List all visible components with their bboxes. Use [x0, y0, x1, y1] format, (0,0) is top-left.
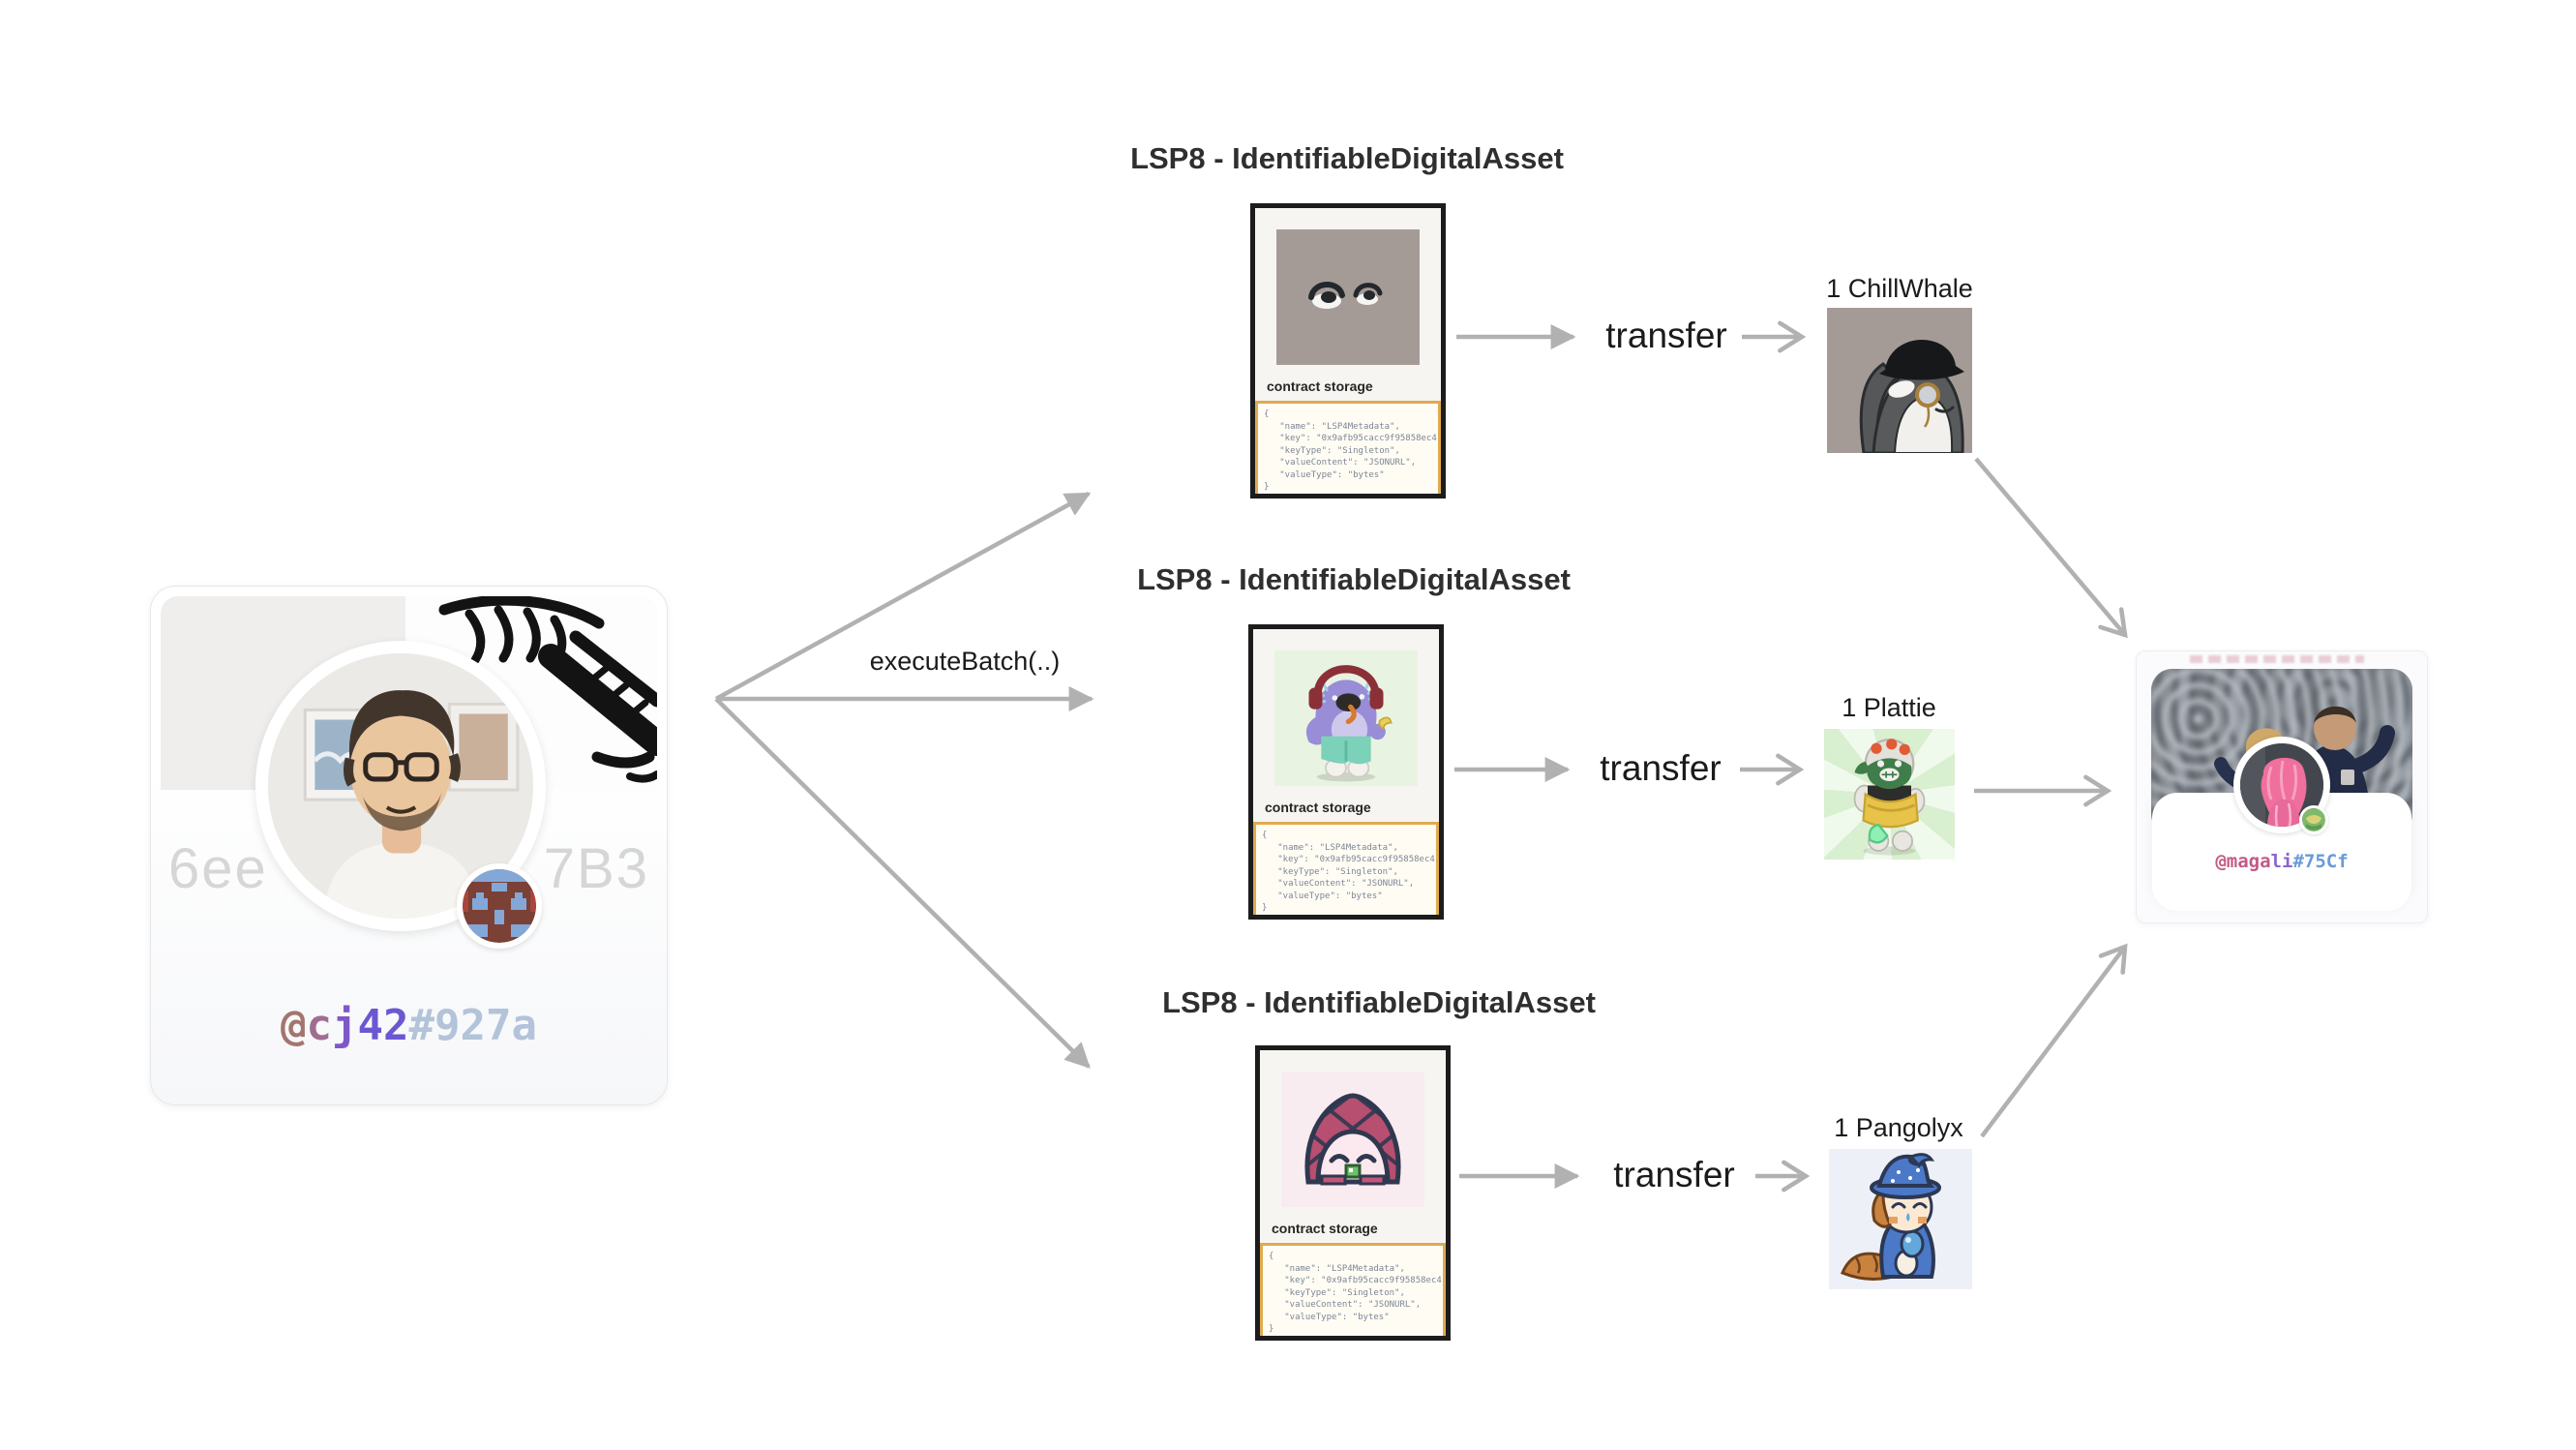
recipient-profile-card: @magali#75Cf — [2136, 650, 2428, 923]
chillwhale-label: 1 ChillWhale — [1826, 274, 1973, 303]
contract-storage-label: contract storage — [1272, 1221, 1378, 1236]
contract-storage-label: contract storage — [1265, 800, 1371, 815]
lsp8-title-row2: LSP8 - IdentifiableDigitalAsset — [1137, 562, 1571, 596]
arrow-chillwhale-to-recipient — [1974, 457, 2128, 639]
lsp8-title-row1: LSP8 - IdentifiableDigitalAsset — [1130, 141, 1564, 175]
lsp8-title-row3: LSP8 - IdentifiableDigitalAsset — [1162, 985, 1596, 1019]
plattie-thumbnail — [1824, 729, 1955, 860]
recipient-username: @magali#75Cf — [2137, 851, 2427, 872]
sender-profile-badge-icon — [457, 863, 542, 949]
lsp8-contract-card-plattie: contract storage { "name": "LSP4Metadata… — [1248, 624, 1444, 920]
sender-address-fragment-right: 7B3 — [543, 837, 649, 900]
sender-address-fragment-left: 6ee — [168, 837, 268, 900]
sender-username-part: c — [306, 1001, 333, 1050]
sender-username: @cj42#927a — [151, 1001, 667, 1050]
contract-storage-code: { "name": "LSP4Metadata", "key": "0x9afb… — [1253, 822, 1439, 915]
sender-profile-card: 6ee 7B3 — [150, 586, 668, 1105]
contract-storage-label: contract storage — [1267, 378, 1373, 394]
plattie-contract-artwork — [1274, 650, 1418, 786]
contract-storage-code: { "name": "LSP4Metadata", "key": "0x9afb… — [1255, 401, 1441, 494]
recipient-username-part: li — [2270, 851, 2293, 872]
contract-storage-code: { "name": "LSP4Metadata", "key": "0x9afb… — [1260, 1243, 1446, 1336]
arrow-executebatch-top — [714, 492, 1092, 701]
pangolyx-thumbnail — [1829, 1149, 1972, 1289]
arrow-lines — [714, 320, 2128, 1193]
arrow-executebatch-bottom — [714, 697, 1091, 1069]
lsp8-contract-card-chillwhale: contract storage { "name": "LSP4Metadata… — [1250, 203, 1446, 498]
recipient-username-hash: #75Cf — [2292, 851, 2349, 872]
sender-username-at: @ — [281, 1001, 307, 1050]
recipient-username-part: @maga — [2215, 851, 2271, 872]
recipient-profile-badge-icon — [2299, 805, 2328, 834]
chillwhale-contract-artwork — [1276, 229, 1420, 365]
execute-batch-label: executeBatch(..) — [869, 647, 1061, 676]
lsp8-contract-card-pangolyx: contract storage { "name": "LSP4Metadata… — [1255, 1045, 1451, 1341]
pangolyx-label: 1 Pangolyx — [1834, 1113, 1963, 1142]
recipient-address-strip — [2190, 655, 2364, 663]
sender-username-part: j — [332, 1001, 358, 1050]
plattie-label: 1 Plattie — [1842, 693, 1936, 722]
transfer-label-row1: transfer — [1605, 316, 1727, 355]
sender-username-part: 42 — [357, 1001, 409, 1050]
sender-avatar-photo — [268, 653, 533, 919]
pangolyx-contract-artwork — [1281, 1072, 1424, 1207]
transfer-label-row3: transfer — [1613, 1155, 1735, 1194]
sender-username-hash: #927a — [408, 1001, 537, 1050]
chillwhale-thumbnail — [1827, 308, 1972, 453]
transfer-label-row2: transfer — [1600, 748, 1722, 788]
arrow-pangolyx-to-recipient — [1980, 943, 2128, 1138]
